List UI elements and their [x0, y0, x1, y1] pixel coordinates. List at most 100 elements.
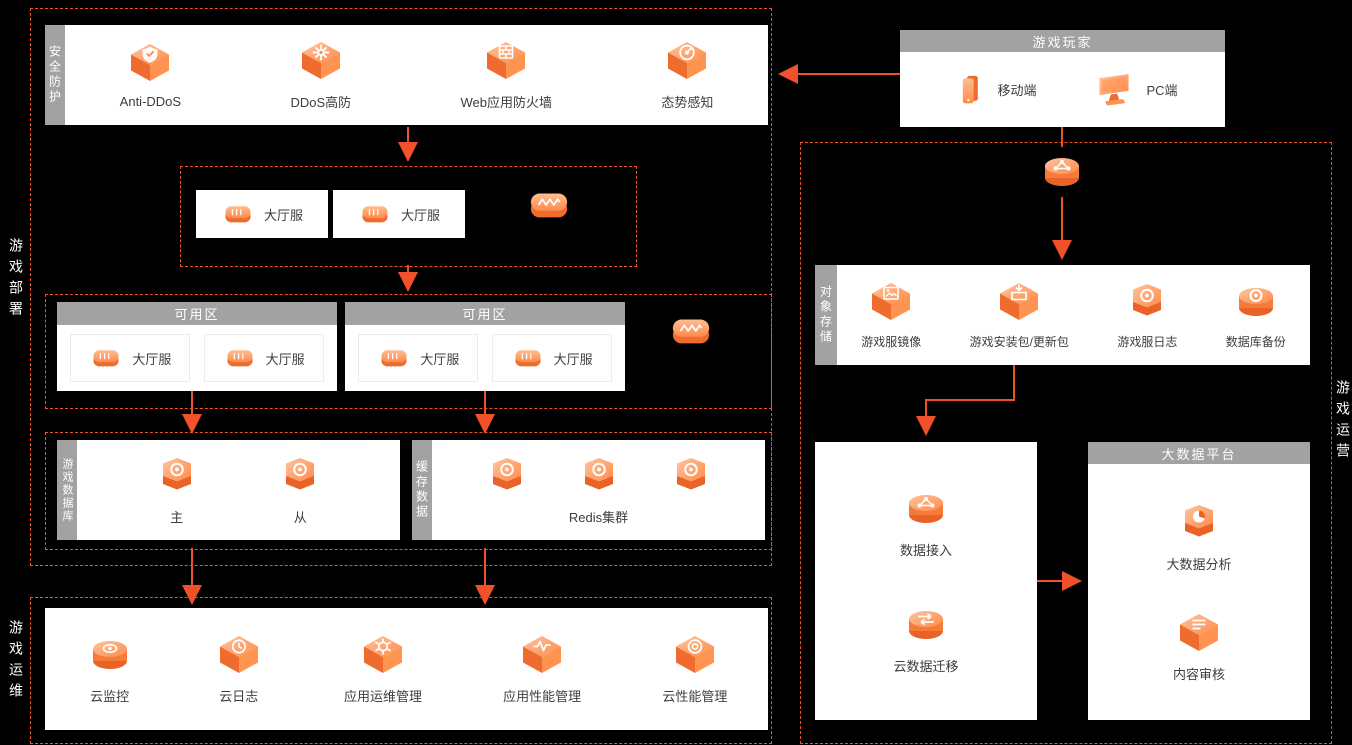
redis-icon: [575, 454, 623, 498]
content-review-icon: [1175, 611, 1223, 655]
ops-item-label: 应用性能管理: [503, 689, 582, 704]
storage-tab: 对象存储: [815, 265, 837, 365]
app-ops-icon: [359, 633, 407, 677]
bigdata-box: 大数据平台 大数据分析 内容审核: [1088, 442, 1310, 720]
server-icon: [89, 344, 123, 372]
bigdata-item-label: 大数据分析: [1166, 557, 1232, 573]
ops-item: 云日志: [215, 633, 263, 705]
operation-region-border: [800, 142, 1332, 744]
side-label-operation: 游戏运营: [1335, 380, 1351, 464]
radar-icon: [663, 39, 711, 83]
storage-item: 游戏安装包/更新包: [970, 280, 1069, 350]
storage-item: 游戏服日志: [1117, 280, 1177, 350]
bigdata-header: 大数据平台: [1088, 442, 1310, 464]
deploy-region-border: [30, 8, 772, 566]
availability-zone: 可用区 大厅服 大厅服: [57, 302, 337, 391]
data-tier-group-border: [45, 432, 772, 550]
server-icon: [358, 200, 392, 228]
image-icon: [867, 280, 915, 324]
storage-item: 游戏服镜像: [861, 280, 921, 350]
redis-icon: [483, 454, 531, 498]
security-item-label: 态势感知: [661, 95, 714, 110]
data-access-box: 数据接入 云数据迁移: [815, 442, 1037, 720]
bigdata-analysis-icon: [1175, 501, 1223, 545]
security-item-label: Anti-DDoS: [119, 94, 182, 109]
database-box: 主 从: [77, 440, 400, 540]
ops-item: 云监控: [86, 633, 134, 705]
cdn-icon: [1038, 150, 1086, 194]
storage-box: 游戏服镜像 游戏安装包/更新包 游戏服日志 数据库备份: [837, 265, 1310, 365]
ops-item-label: 云日志: [219, 689, 259, 704]
cloud-perf-icon: [671, 633, 719, 677]
zone-server-box: 大厅服: [358, 334, 479, 382]
ops-item-label: 云监控: [90, 689, 130, 704]
zone-body: 大厅服 大厅服: [345, 325, 625, 391]
bigdata-item-label: 内容审核: [1172, 666, 1225, 682]
cache-tab: 缓存数据: [412, 440, 432, 540]
storage-item-label: 游戏安装包/更新包: [969, 335, 1069, 349]
burst-icon: [297, 39, 345, 83]
database-item: 主: [153, 454, 201, 526]
ops-item: 应用性能管理: [503, 633, 581, 705]
ops-item-label: 应用运维管理: [343, 689, 422, 704]
ops-box: 云监控 云日志 应用运维管理 应用性能管理 云性能管理: [45, 608, 768, 730]
data-access-item: 云数据迁移: [893, 603, 959, 675]
security-box: Anti-DDoS DDoS高防 Web应用防火墙 态势感知: [65, 25, 768, 125]
zone-server-box: 大厅服: [70, 334, 191, 382]
app-perf-icon: [518, 633, 566, 677]
side-label-ops: 游戏运维: [8, 620, 24, 704]
zone-header: 可用区: [345, 302, 625, 325]
cloud-monitor-icon: [86, 633, 134, 677]
zone-server-label: 大厅服: [265, 351, 305, 367]
storage-item-label: 游戏服日志: [1117, 335, 1178, 349]
lobby-server-label: 大厅服: [263, 207, 303, 223]
server-icon: [221, 200, 255, 228]
players-item-label: 移动端: [997, 83, 1037, 98]
zones-group-border: [45, 294, 772, 409]
security-item: Web应用防火墙: [460, 39, 552, 111]
server-icon: [223, 344, 257, 372]
zone-server-label: 大厅服: [132, 351, 172, 367]
data-access-icon: [902, 487, 950, 531]
server-icon: [377, 344, 411, 372]
bigdata-body: 大数据分析 内容审核: [1088, 464, 1310, 720]
load-balancer-icon: [526, 184, 572, 226]
security-tab: 安全防护: [45, 25, 65, 125]
data-access-item: 数据接入: [900, 487, 952, 559]
zone-server-box: 大厅服: [203, 334, 324, 382]
storage-item-label: 游戏服镜像: [861, 335, 922, 349]
zone-header: 可用区: [57, 302, 337, 325]
players-item: 移动端: [947, 70, 1036, 110]
cache-box: Redis集群: [432, 440, 765, 540]
side-label-deploy: 游戏部署: [8, 238, 24, 322]
players-item: PC端: [1092, 70, 1178, 110]
players-item-label: PC端: [1146, 83, 1178, 98]
security-item: 态势感知: [661, 39, 713, 111]
cloud-log-icon: [215, 633, 263, 677]
security-item: DDoS高防: [290, 39, 351, 111]
data-migration-icon: [902, 603, 950, 647]
security-item-label: Web应用防火墙: [460, 95, 552, 110]
ops-item: 应用运维管理: [344, 633, 422, 705]
players-box: 游戏玩家 移动端 PC端: [900, 30, 1225, 127]
lobby-server-box: 大厅服: [333, 190, 465, 238]
zone-server-box: 大厅服: [491, 334, 612, 382]
data-access-item-label: 数据接入: [899, 542, 952, 558]
bigdata-item: 大数据分析: [1166, 501, 1232, 573]
package-icon: [995, 280, 1043, 324]
database-item: 从: [276, 454, 324, 526]
zone-server-label: 大厅服: [553, 351, 593, 367]
players-body: 移动端 PC端: [900, 52, 1225, 127]
database-icon: [276, 454, 324, 498]
bigdata-item: 内容审核: [1173, 611, 1225, 683]
backup-icon: [1232, 280, 1280, 324]
mobile-icon: [947, 70, 987, 110]
pc-icon: [1092, 70, 1136, 110]
zone-body: 大厅服 大厅服: [57, 325, 337, 391]
ops-item: 云性能管理: [662, 633, 727, 705]
lobby-server-label: 大厅服: [400, 207, 440, 223]
redis-icon: [667, 454, 715, 498]
database-item-label: 主: [170, 510, 184, 525]
log-icon: [1123, 280, 1171, 324]
